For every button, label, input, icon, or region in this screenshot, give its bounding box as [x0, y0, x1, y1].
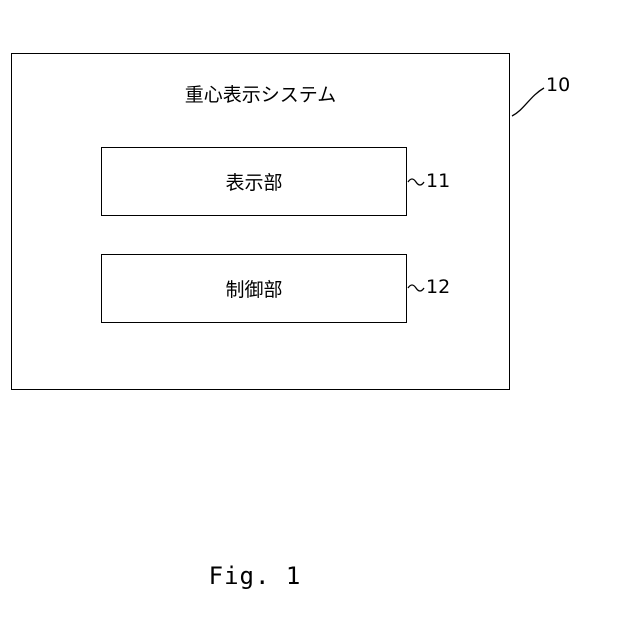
leader-tilde-12 — [408, 285, 424, 291]
ref-number-10: 10 — [546, 74, 570, 96]
figure-caption: Fig. 1 — [0, 561, 510, 591]
leader-line-10 — [512, 88, 544, 116]
ref-number-11: 11 — [426, 170, 450, 192]
ref-number-12: 12 — [426, 276, 450, 298]
leader-tilde-11 — [408, 179, 424, 185]
